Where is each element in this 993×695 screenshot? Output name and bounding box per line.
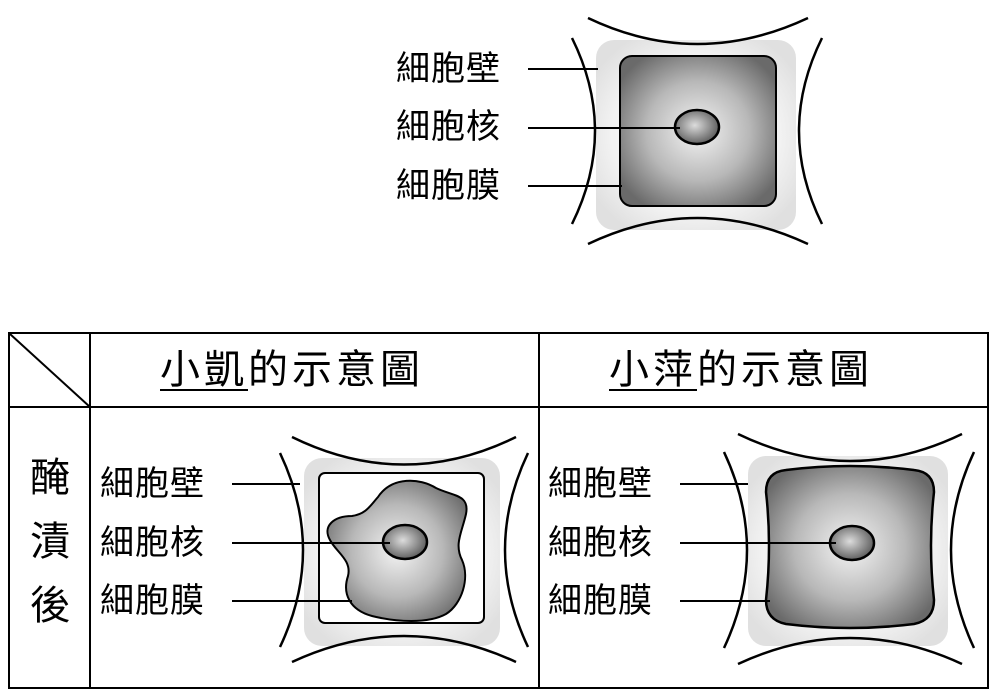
top-cell-wall-curve-top xyxy=(587,16,809,46)
top-cell xyxy=(528,16,824,246)
cell1-wall-curve-left xyxy=(278,452,305,648)
cell1-wall-curve-right xyxy=(503,452,530,648)
top-cell-wall-curve-left xyxy=(570,37,597,225)
top-cell-wall-curve-right xyxy=(797,37,824,225)
cell2-wall-curve-right xyxy=(949,451,976,649)
top-label-nucleus: 細胞核 xyxy=(396,107,501,147)
cell2-wall-curve-top xyxy=(737,432,963,463)
cell2-label-nucleus: 細胞核 xyxy=(548,523,653,563)
cell2-diagram xyxy=(680,432,976,666)
top-cell-nucleus xyxy=(673,108,721,146)
cell2-nucleus xyxy=(828,524,876,562)
row-header-char-2: 漬 xyxy=(30,519,70,565)
top-cell-wall-curve-bottom xyxy=(587,216,809,246)
row-header-char-3: 後 xyxy=(30,583,70,629)
top-label-cell-wall: 細胞壁 xyxy=(396,49,501,89)
col2-header-name: 小萍 xyxy=(609,347,697,393)
cell1-wall-curve-top xyxy=(291,435,517,466)
col2-header: 小萍的示意圖 xyxy=(609,346,873,394)
cell1-wall-curve-bottom xyxy=(291,634,517,664)
cell2-label-cell-membrane: 細胞膜 xyxy=(548,581,653,621)
top-label-cell-membrane: 細胞膜 xyxy=(396,166,501,206)
col1-header: 小凱的示意圖 xyxy=(160,346,424,394)
corner-diagonal xyxy=(9,333,91,408)
cell2-wall-curve-bottom xyxy=(737,636,963,666)
cell1-diagram xyxy=(232,435,530,664)
col1-header-suffix: 的示意圖 xyxy=(248,347,424,393)
col1-header-name: 小凱 xyxy=(160,347,248,393)
cell2-label-cell-wall: 細胞壁 xyxy=(548,464,653,504)
col2-header-suffix: 的示意圖 xyxy=(697,347,873,393)
cell1-label-cell-membrane: 細胞膜 xyxy=(100,581,205,621)
comparison-table-grid xyxy=(8,332,989,689)
cell1-label-nucleus: 細胞核 xyxy=(100,523,205,563)
cell1-label-cell-wall: 細胞壁 xyxy=(100,464,205,504)
cell2-wall-curve-left xyxy=(722,451,749,649)
row-header-char-1: 醃 xyxy=(30,455,70,501)
